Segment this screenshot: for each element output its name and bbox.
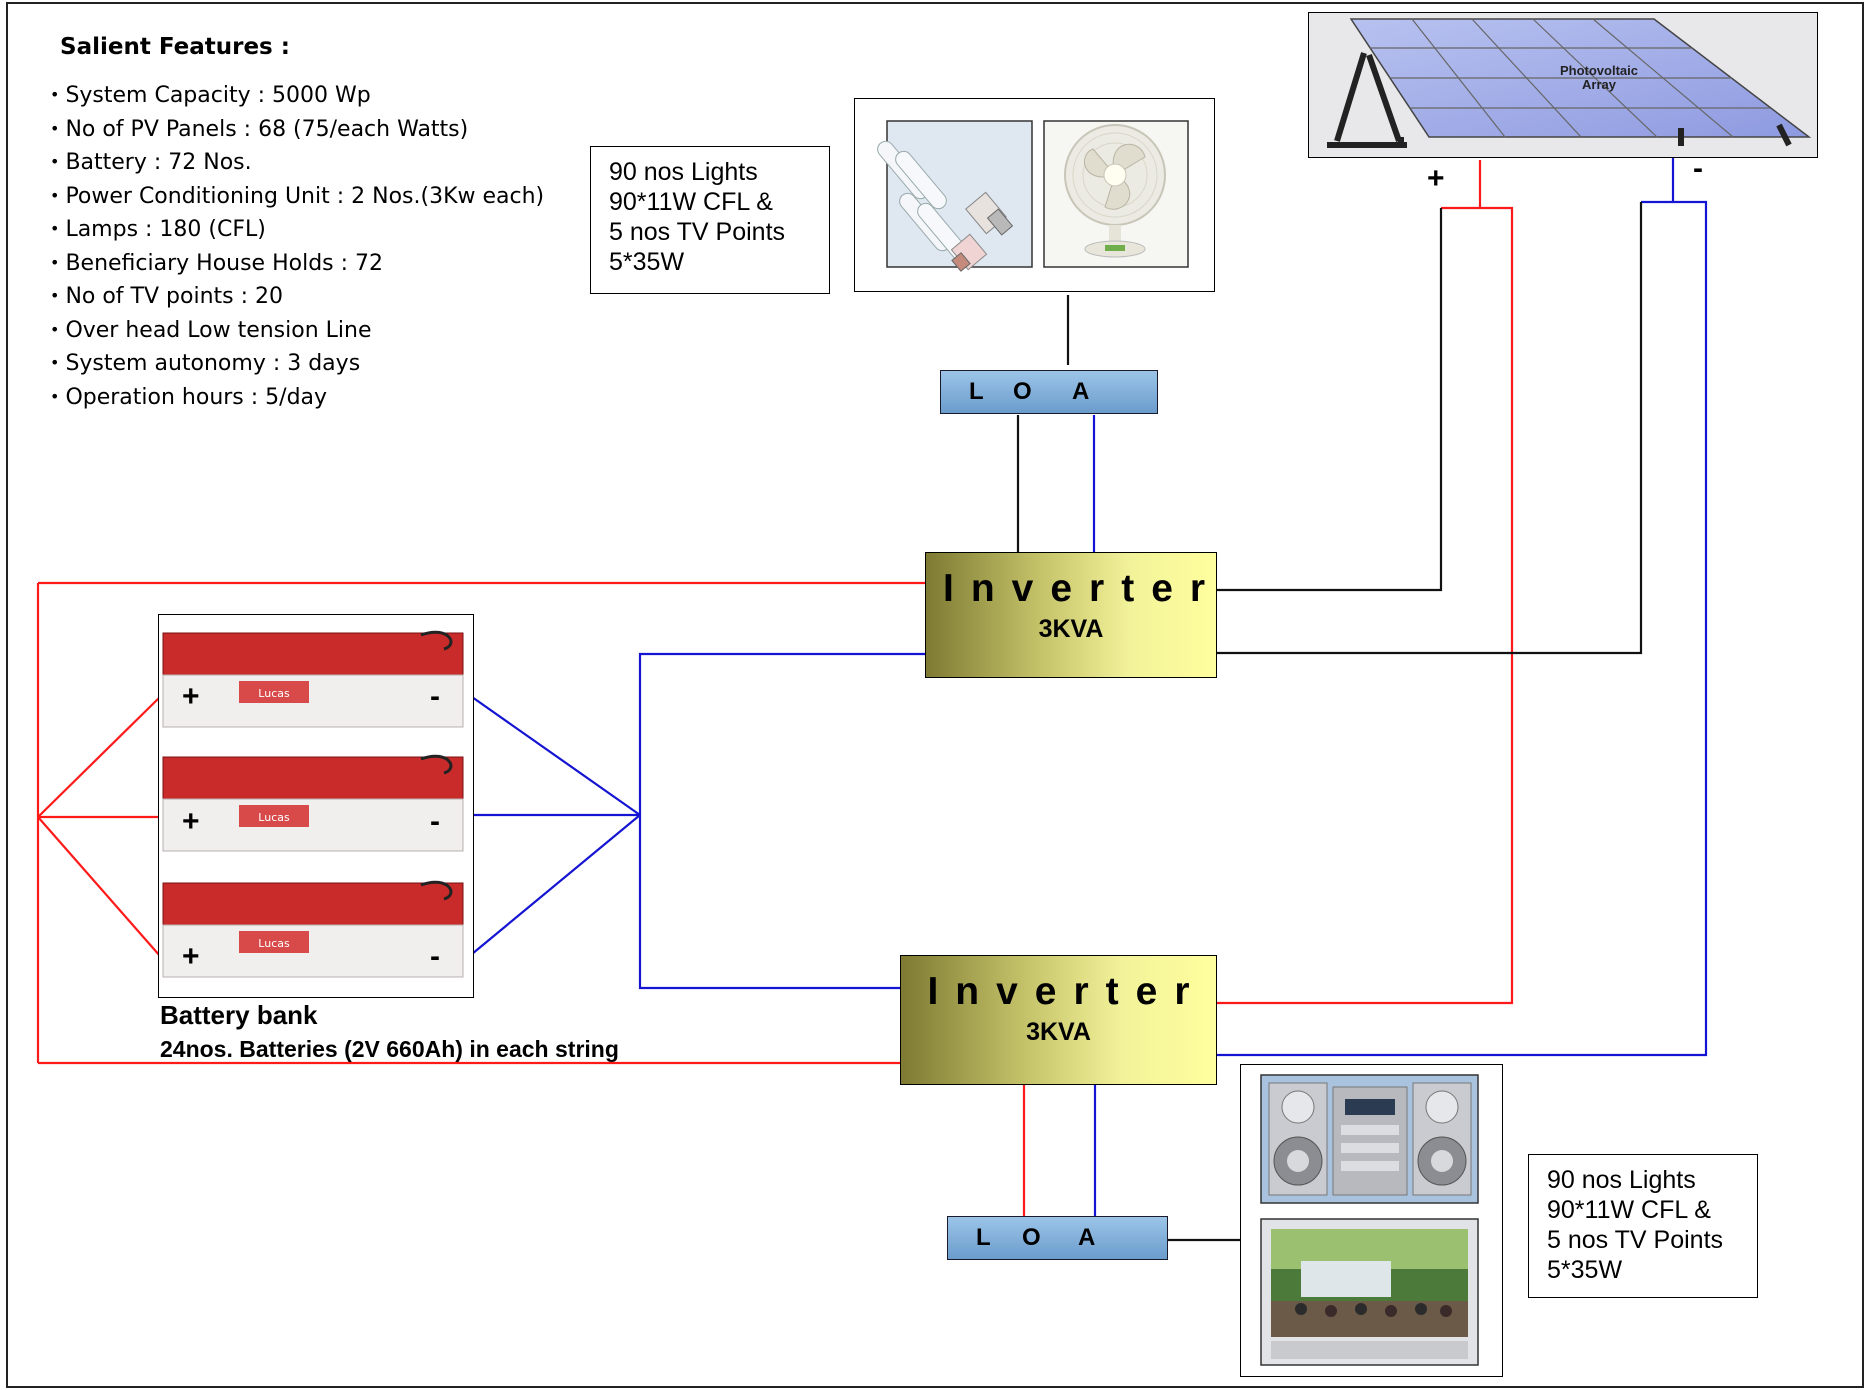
pv-negative-to-inverter1 [1217,202,1643,655]
feature-item: System autonomy : 3 days [50,348,544,382]
load-note-line: 90*11W CFL & [609,188,773,216]
pv-positive-bus [1217,206,1514,1005]
battery3-minus-sign: - [430,940,440,973]
pv-positive-to-inverter1 [1217,208,1443,592]
feature-item: Power Conditioning Unit : 2 Nos.(3Kw eac… [50,181,544,215]
tv-icon [1260,1218,1479,1366]
load-note-line: 90*11W CFL & [1547,1196,1711,1224]
battery3-plus-sign: + [182,940,200,973]
load-note-line: 90 nos Lights [1547,1166,1696,1194]
top-loads-box [854,98,1215,292]
battery-negative-bus [638,652,925,990]
loa-letter: L [969,378,984,405]
battery-icon [162,630,464,728]
fan-icon [1043,120,1189,268]
battery1-minus-sign: - [430,680,440,713]
feature-item: Lamps : 180 (CFL) [50,214,544,248]
loa-bottom: L O A [947,1216,1168,1260]
bottom-loads-box [1240,1064,1503,1377]
feature-item: Over head Low tension Line [50,315,544,349]
battery3-positive-wire [37,816,161,957]
feature-item: No of TV points : 20 [50,281,544,315]
battery1-negative-wire [471,696,641,816]
inverter-title: Inverter [943,567,1223,610]
stereo-icon [1260,1074,1479,1204]
battery2-plus-sign: + [182,805,200,838]
load-note-bottom: 90 nos Lights 90*11W CFL & 5 nos TV Poin… [1528,1154,1758,1298]
pv-minus-sign: - [1693,152,1703,185]
inverter-rating: 3KVA [1038,615,1104,643]
battery-brand-label: Lucas [258,811,290,824]
feature-item: Operation hours : 5/day [50,382,544,416]
battery-icon [162,880,464,978]
battery-brand-label: Lucas [258,937,290,950]
pv-array-box: Photovoltaic Array [1308,12,1818,158]
load-note-line: 5*35W [1547,1256,1623,1284]
features-title: Salient Features : [60,34,290,60]
inverter-1: Inverter 3KVA [925,552,1217,678]
battery-icon [162,754,464,852]
battery-bank-title: Battery bank [160,1000,318,1030]
battery-bank-subtitle: 24nos. Batteries (2V 660Ah) in each stri… [160,1036,619,1062]
pv-array-label-line2: Array [1582,77,1617,92]
load-note-line: 90 nos Lights [609,158,758,186]
loa-letter: A [1078,1224,1096,1251]
load-note-top: 90 nos Lights 90*11W CFL & 5 nos TV Poin… [590,146,830,294]
loa-top: L O A [940,370,1158,414]
load-note-line: 5 nos TV Points [609,218,786,246]
battery-bank-image: Lucas Lucas Lucas [162,630,464,978]
load-note-line: 5*35W [609,248,685,276]
loa-letter: O [1022,1224,1041,1251]
loa-letter: O [1013,378,1032,405]
inverter-title: Inverter [927,970,1207,1013]
stereo-and-tv-images [1260,1074,1479,1366]
feature-item: No of PV Panels : 68 (75/each Watts) [50,114,544,148]
battery2-minus-sign: - [430,805,440,838]
battery1-positive-wire [37,696,161,818]
battery1-plus-sign: + [182,680,200,713]
battery-bank-box: Lucas Lucas Lucas [158,614,474,998]
inverter-2: Inverter 3KVA [900,955,1217,1085]
battery3-negative-wire [471,814,641,955]
cfl-lamp-icon [877,120,1033,272]
diagram-frame [6,2,1864,1388]
cfl-and-fan-images [877,120,1189,272]
features-list: System Capacity : 5000 Wp No of PV Panel… [50,80,544,415]
loa-letter: A [1072,378,1090,405]
pv-plus-sign: + [1427,162,1445,195]
feature-item: Beneficiary House Holds : 72 [50,248,544,282]
battery-brand-label: Lucas [258,687,290,700]
feature-item: Battery : 72 Nos. [50,147,544,181]
pv-array-label-line1: Photovoltaic [1560,63,1638,78]
load-note-line: 5 nos TV Points [1547,1226,1724,1254]
inverter-rating: 3KVA [1026,1018,1091,1046]
pv-negative-bus [1217,200,1708,1057]
pv-array-image: Photovoltaic Array [1327,18,1812,148]
loa-letter: L [976,1224,991,1251]
feature-item: System Capacity : 5000 Wp [50,80,544,114]
